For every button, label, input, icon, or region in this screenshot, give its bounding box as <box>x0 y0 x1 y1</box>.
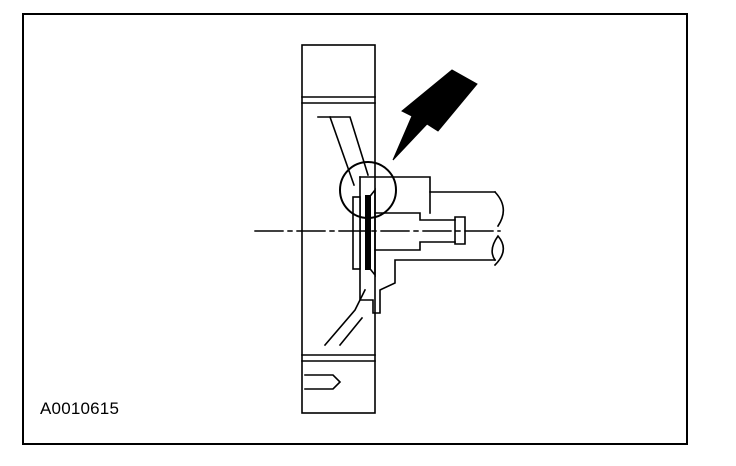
housing <box>301 44 376 414</box>
bottom-pin <box>304 374 342 390</box>
detail-circle-icon <box>339 161 397 219</box>
figure-id-label: A0010615 <box>40 399 120 418</box>
arrow-icon <box>392 69 478 161</box>
